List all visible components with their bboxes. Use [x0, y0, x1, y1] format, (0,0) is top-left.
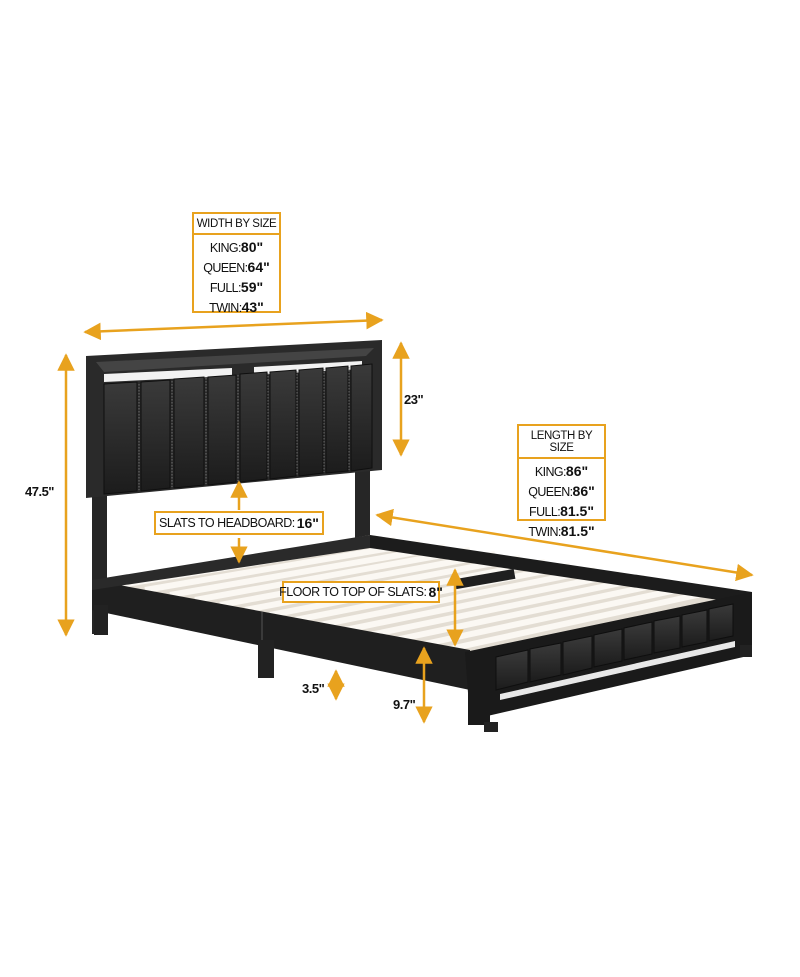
width-row-twin: TWIN:43" [209, 299, 264, 315]
length-by-size-box: LENGTH BY SIZE KING:86" QUEEN:86" FULL:8… [517, 424, 606, 539]
dimension-arrows [57, 311, 754, 724]
width-by-size-title: WIDTH BY SIZE [194, 214, 279, 235]
leg-clearance-label: 3.5" [302, 681, 325, 696]
length-row-twin: TWIN:81.5" [528, 523, 595, 539]
floor-to-slats-label: FLOOR TO TOP OF SLATS:8" [279, 581, 443, 603]
length-row-queen: QUEEN:86" [528, 483, 595, 499]
headboard-height-label: 23" [404, 392, 424, 407]
length-row-king: KING:86" [534, 463, 589, 479]
width-by-size-box: WIDTH BY SIZE KING:80" QUEEN:64" FULL:59… [192, 212, 281, 315]
slats-to-headboard-label: SLATS TO HEADBOARD:16" [154, 511, 324, 535]
length-by-size-title: LENGTH BY SIZE [519, 426, 604, 459]
side-rail-height-label: 9.7" [393, 697, 416, 712]
length-row-full: FULL:81.5" [529, 503, 594, 519]
total-height-label: 47.5" [25, 484, 54, 499]
width-arrow [83, 311, 384, 341]
footboard [465, 592, 752, 732]
length-arrow [375, 508, 754, 582]
width-row-king: KING:80" [209, 239, 264, 255]
width-row-queen: QUEEN:64" [203, 259, 270, 275]
headboard [86, 340, 382, 498]
width-row-full: FULL:59" [209, 279, 264, 295]
